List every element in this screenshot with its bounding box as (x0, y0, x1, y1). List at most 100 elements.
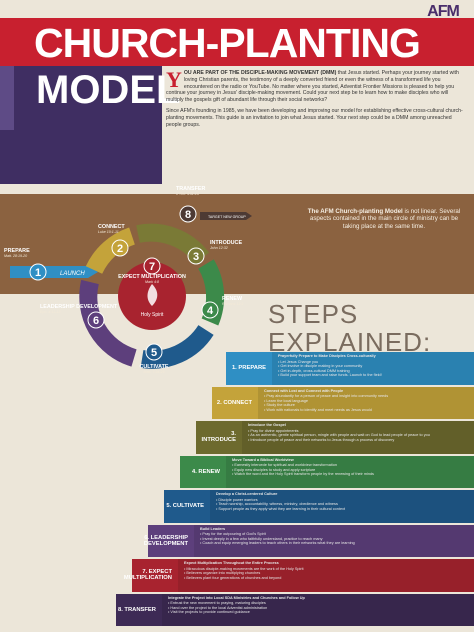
step-bullet: Get in-depth, cross-cultural DMM trainin… (278, 369, 468, 374)
node-circle-4 (201, 301, 219, 319)
step-bullet: Entrust the new movement to praying, mat… (168, 601, 468, 606)
step-bullets: Let Jesus Change youGet involve in disci… (278, 360, 468, 378)
node-label-3: INTRODUCE (210, 240, 242, 246)
step-heading: Build Leaders (200, 526, 226, 531)
node-ref-2: Luke 10:1-11 (98, 230, 119, 234)
ring-leadership (79, 279, 137, 367)
target-arrow (200, 212, 252, 220)
holy-spirit-label: Holy Spirit (141, 312, 164, 318)
step-bullet: Disciple power warriors (216, 498, 468, 503)
launch-label: LAUNCH (60, 271, 85, 277)
node-label-4: RENEW (222, 296, 243, 302)
step-bullets: Pray for the outpouring of God's SpiritI… (200, 532, 468, 546)
node-number-7: 7 (149, 261, 155, 273)
node-number-6: 6 (93, 315, 99, 327)
step-bullets: Miraculous disciple-making movements are… (184, 567, 468, 581)
step-description: Expect Multiplication Throughout the Ent… (178, 559, 474, 592)
steps-title-line1: STEPS (268, 299, 359, 329)
intro-paragraph-2: Since AFM's founding in 1985, we have be… (166, 107, 463, 128)
step-description: Develop a Christ-centered CultureDiscipl… (210, 490, 474, 523)
node-label-8: TRANSFER (176, 186, 205, 192)
nonlinear-callout: The AFM Church-planting Model is not lin… (302, 208, 466, 230)
step-bullet: Watch the word and the Holy Spirit trans… (232, 472, 468, 477)
step-bullet: Pray for the outpouring of God's Spirit (200, 532, 468, 537)
node-number-5: 5 (151, 347, 157, 359)
step-bullet: Coach and equip emerging leaders to teac… (200, 541, 468, 546)
step-bullet: Equip new disciples to study and apply s… (232, 468, 468, 473)
step-bullet: Earnestly intercede for spiritual and wo… (232, 463, 468, 468)
step-heading: Prayerfully Prepare to Make Disciples Cr… (278, 354, 376, 358)
step-tab: 1. PREPARE (226, 352, 272, 385)
step-bullet: Study the culture (264, 403, 468, 408)
page-title-line1: CHURCH-PLANTING (34, 20, 421, 66)
step-bullets: Pray abundantly for a person of peace an… (264, 394, 468, 412)
step-bullet: Introduce people of peace and their netw… (248, 438, 468, 443)
intro-body-1: that Jesus started. Perhaps your journey… (166, 70, 459, 104)
intro-caps: OU ARE PART OF THE DISCIPLE-MAKING MOVEM… (183, 70, 337, 76)
ring-connect (85, 227, 136, 275)
node-number-1: 1 (35, 267, 41, 279)
step-bullet: Build your support team and raise funds.… (278, 373, 468, 378)
flame-icon (147, 284, 158, 306)
node-circle-6 (87, 311, 105, 329)
page-title-line2: MODEL (36, 68, 181, 112)
step-description: Connect with Lost and Connect with Peopl… (258, 386, 474, 419)
step-heading: Expect Multiplication Throughout the Ent… (184, 561, 279, 565)
node-label-5: CULTIVATE (139, 364, 168, 370)
step-bullet: As an authentic, gentle spiritual person… (248, 433, 468, 438)
node-label-6: LEADERSHIP DEVELOPMENT (40, 304, 118, 310)
node-circle-7 (143, 257, 161, 275)
node-ref-7: Mark 4:8 (145, 280, 159, 284)
node-number-3: 3 (193, 251, 199, 263)
cycle-diagram: TARGET NEW GROUP LAUNCH Holy Spirit 1 PRE… (4, 186, 252, 374)
step-bullet: Work with nationals to identify and meet… (264, 408, 468, 413)
step-bullet: Let Jesus Change you (278, 360, 468, 365)
step-bullet: Support people as they apply what they a… (216, 507, 468, 512)
node-circle-1 (29, 263, 47, 281)
step-bullet: Hand over the project to the local Adven… (168, 606, 468, 611)
afm-logo-mark: AFM (427, 3, 460, 20)
step-heading: Move Toward a Biblical Worldview (232, 457, 294, 462)
step-tab: 4. RENEW (180, 455, 226, 488)
ring-cultivate (140, 324, 214, 369)
drop-cap: Y (166, 67, 182, 92)
node-ref-4: Romans 12:2 (222, 302, 243, 306)
step-description: Move Toward a Biblical WorldviewEarnestl… (226, 455, 474, 488)
step-tab: 8. TRANSFER (116, 593, 162, 626)
step-row: 1. PREPARE Prayerfully Prepare to Make Di… (226, 352, 474, 385)
node-circle-5 (145, 343, 163, 361)
step-description: Introduce the GospelPray for divine appo… (242, 421, 474, 454)
node-ref-1: Matt. 28:19-20 (4, 254, 27, 258)
title-block: MODEL (0, 66, 180, 130)
node-label-1: PREPARE (4, 248, 30, 254)
step-heading: Introduce the Gospel (248, 423, 286, 427)
step-bullet: Miraculous disciple-making movements are… (184, 567, 468, 572)
target-label: TARGET NEW GROUP (208, 215, 246, 219)
step-bullet: Learn the local language (264, 399, 468, 404)
steps-explained-title: STEPS EXPLAINED: (268, 300, 431, 356)
node-label-7: EXPECT MULTIPLICATION (118, 274, 186, 280)
node-number-2: 2 (117, 243, 123, 255)
node-number-8: 8 (185, 209, 191, 221)
node-label-2: CONNECT (98, 224, 125, 230)
step-tab: 2. CONNECT (212, 386, 258, 419)
node-number-4: 4 (207, 305, 214, 317)
node-ref-8: 1 Tim. 4:11-16 (176, 192, 199, 196)
step-bullet: Invest deeply in a few who faithfully un… (200, 537, 468, 542)
node-ref-5: Matt. 7:24-29 (143, 370, 164, 374)
step-heading: Develop a Christ-centered Culture (216, 492, 278, 496)
step-bullet: Pray for divine appointments (248, 429, 468, 434)
callout-bold: The AFM Church-planting Model (307, 208, 403, 215)
step-bullet: Teach worship, accountability, witness, … (216, 502, 468, 507)
node-circle-2 (111, 239, 129, 257)
step-bullet: Believers plant four generations of chur… (184, 576, 468, 581)
